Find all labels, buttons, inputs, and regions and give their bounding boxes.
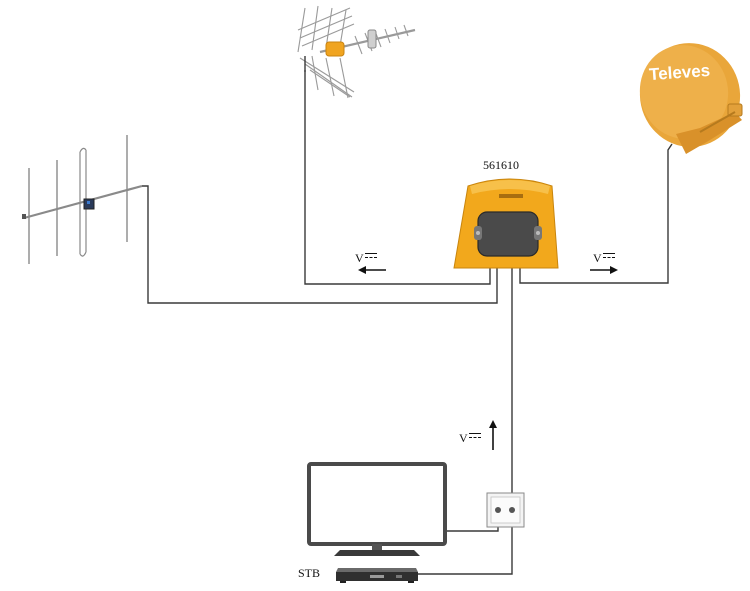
dc-symbol-icon <box>364 253 377 260</box>
dc-symbol-icon <box>468 433 481 440</box>
dish-brand-text: Televes <box>648 61 710 84</box>
arrow-up-icon <box>489 420 497 450</box>
voltage-symbol: V <box>593 251 602 265</box>
amplifier-icon <box>453 178 559 269</box>
voltage-label-left: V <box>355 251 377 266</box>
cable-uhf-antenna <box>304 70 491 285</box>
cable-network <box>142 70 673 575</box>
cable-vhf-antenna <box>142 185 498 304</box>
dc-symbol-icon <box>602 253 615 260</box>
voltage-symbol: V <box>459 431 468 445</box>
cable-satellite-dish <box>519 143 673 284</box>
set-top-box-icon <box>336 568 418 583</box>
wall-socket-icon <box>486 492 525 528</box>
satellite-dish-icon: Televes <box>639 43 743 154</box>
vhf-antenna-icon <box>22 135 143 264</box>
tv-icon <box>307 462 447 556</box>
stb-label: STB <box>298 566 321 580</box>
voltage-symbol: V <box>355 251 364 265</box>
voltage-label-right: V <box>593 251 615 266</box>
amplifier-model-label: 561610 <box>483 158 519 172</box>
uhf-antenna-icon <box>297 5 416 99</box>
cable-socket-stb <box>418 512 513 575</box>
arrow-left-icon <box>358 266 386 274</box>
arrow-right-icon <box>590 266 618 274</box>
voltage-label-downlead: V <box>459 431 481 446</box>
